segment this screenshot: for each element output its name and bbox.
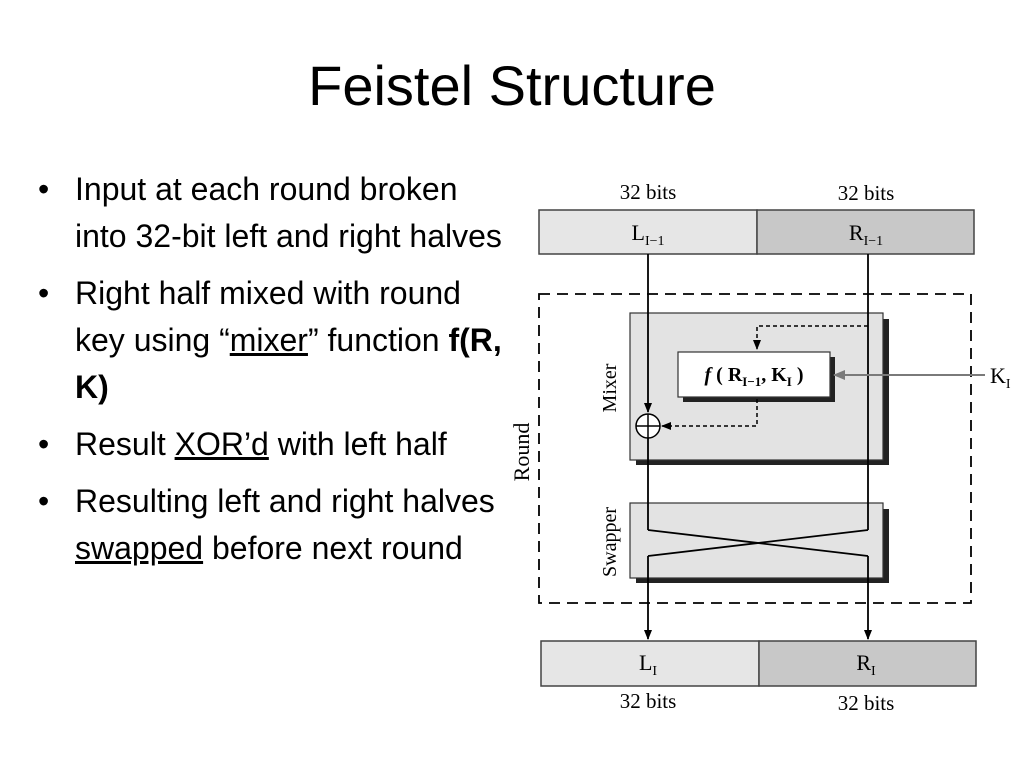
input-right-half — [756, 209, 975, 255]
bullet-item-3: Result XOR’d with left half — [30, 421, 510, 468]
output-right-half — [758, 640, 977, 687]
bullet-text-post: ” function — [307, 322, 449, 358]
round-boundary — [538, 293, 972, 604]
bullet-text-pre: Result — [75, 426, 175, 462]
bottom-bits-left-label: 32 bits — [620, 689, 677, 713]
bullet-item-4: Resulting left and right halves swapped … — [30, 478, 510, 572]
f-output-dashed-line — [661, 399, 758, 430]
bullet-text-post: with left half — [268, 426, 447, 462]
top-bits-left-label: 32 bits — [620, 180, 677, 204]
input-right-label: RI−1 — [849, 220, 883, 249]
f-input-dashed-line — [753, 325, 868, 350]
mixer-label: Mixer — [599, 363, 621, 412]
function-box — [677, 351, 831, 398]
swapped-term: swapped — [75, 530, 204, 566]
xor-term: XOR’d — [174, 426, 269, 462]
bullet-text-pre: Resulting left and right halves — [75, 483, 495, 519]
bullet-list: Input at each round broken into 32-bit l… — [30, 166, 510, 582]
output-left-half — [540, 640, 760, 687]
function-notation: f(R, K) — [75, 322, 502, 405]
slide-title: Feistel Structure — [308, 54, 716, 117]
key-label: KI — [990, 363, 1011, 392]
bullet-text-post: before next round — [203, 530, 463, 566]
bullet-item-1: Input at each round broken into 32-bit l… — [30, 166, 510, 260]
mixer-term: mixer — [229, 322, 308, 358]
bullet-item-2: Right half mixed with round key using “m… — [30, 270, 510, 411]
swap-cross-line-2 — [647, 529, 869, 557]
round-label: Round — [509, 423, 534, 482]
swapper-label: Swapper — [599, 507, 621, 577]
swapper-box — [629, 502, 884, 579]
output-right-label: RI — [856, 650, 876, 679]
function-label: f ( RI−1, KI ) — [704, 364, 803, 389]
output-left-label: LI — [639, 650, 657, 679]
bullet-text: Input at each round broken into 32-bit l… — [75, 171, 502, 254]
top-bits-right-label: 32 bits — [838, 181, 895, 205]
input-left-label: LI−1 — [631, 220, 664, 249]
bullet-text-pre: Right half mixed with round key using “ — [75, 275, 461, 358]
xor-symbol — [635, 413, 661, 439]
bottom-bits-right-label: 32 bits — [838, 691, 895, 715]
